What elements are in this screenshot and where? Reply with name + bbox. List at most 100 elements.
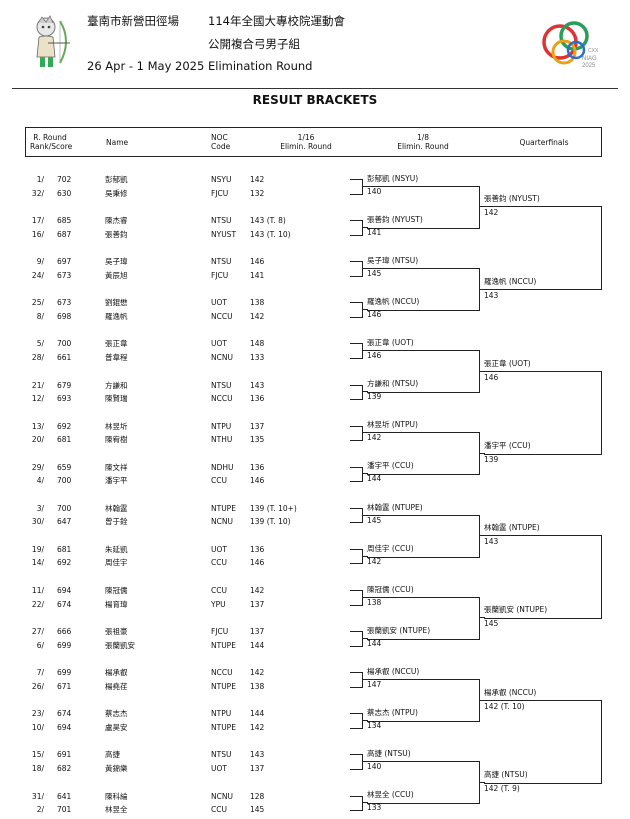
entry-rank: 3/: [22, 504, 44, 513]
round-name: Elimination Round: [208, 59, 312, 73]
venue: 臺南市新營田徑場: [87, 13, 179, 29]
entry-rank: 17/: [22, 216, 44, 225]
entry-rank: 5/: [22, 339, 44, 348]
entry-noc: NCNU: [211, 517, 233, 526]
entry-name: 高捷: [105, 750, 120, 759]
entry-r16-score: 143 (T. 8): [250, 216, 286, 225]
entry-r16-score: 136: [250, 463, 264, 472]
r8-name: 吳子瑋 (NTSU): [367, 256, 418, 265]
entry-r16-score: 137: [250, 422, 264, 431]
entry-score: 681: [57, 435, 71, 444]
qf-name: 林翰霆 (NTUPE): [484, 523, 540, 532]
qf-bracket: [484, 535, 602, 619]
entry-score: 702: [57, 175, 71, 184]
entry-r16-score: 138: [250, 298, 264, 307]
entry-name: 林昱全: [105, 805, 128, 814]
entry-noc: NTSU: [211, 750, 231, 759]
entry-name: 周佳宇: [105, 558, 128, 567]
entry-r16-score: 128: [250, 792, 264, 801]
col-r8-label: 1/8Elimin. Round: [393, 133, 453, 151]
entry-score: 685: [57, 216, 71, 225]
entry-r16-score: 139 (T. 10): [250, 517, 291, 526]
qf-bracket: [484, 206, 602, 290]
entry-noc: FJCU: [211, 271, 228, 280]
entry-score: 692: [57, 558, 71, 567]
entry-r16-score: 137: [250, 600, 264, 609]
entry-r16-score: 146: [250, 257, 264, 266]
entry-r16-score: 148: [250, 339, 264, 348]
r8-score: 142: [367, 557, 381, 566]
entry-noc: CCU: [211, 558, 227, 567]
entry-r16-score: 137: [250, 627, 264, 636]
entry-name: 陳冠儒: [105, 586, 128, 595]
entry-name: 方謙和: [105, 381, 128, 390]
entry-name: 普韋程: [105, 353, 128, 362]
entry-rank: 24/: [22, 271, 44, 280]
entry-name: 黃辰旭: [105, 271, 128, 280]
entry-rank: 13/: [22, 422, 44, 431]
entry-score: 700: [57, 504, 71, 513]
entry-rank: 26/: [22, 682, 44, 691]
r8-bracket: [367, 761, 480, 804]
entry-noc: YPU: [211, 600, 226, 609]
r8-bracket: [367, 350, 480, 393]
entry-noc: NCNU: [211, 353, 233, 362]
r8-score: 133: [367, 803, 381, 812]
entry-rank: 11/: [22, 586, 44, 595]
entry-rank: 4/: [22, 476, 44, 485]
entry-name: 楊承叡: [105, 668, 128, 677]
entry-name: 潘宇平: [105, 476, 128, 485]
entry-rank: 19/: [22, 545, 44, 554]
entry-score: 679: [57, 381, 71, 390]
entry-score: 661: [57, 353, 71, 362]
entry-name: 蔡志杰: [105, 709, 128, 718]
entry-noc: UOT: [211, 545, 227, 554]
col-r16-label: 1/16Elimin. Round: [276, 133, 336, 151]
r8-name: 張正韋 (UOT): [367, 338, 414, 347]
entry-rank: 15/: [22, 750, 44, 759]
qf-score: 139: [484, 455, 498, 464]
entry-score: 641: [57, 792, 71, 801]
entry-score: 673: [57, 298, 71, 307]
entry-score: 694: [57, 723, 71, 732]
entry-noc: UOT: [211, 298, 227, 307]
entry-noc: NDHU: [211, 463, 234, 472]
entry-noc: NYUST: [211, 230, 236, 239]
entry-noc: NTUPE: [211, 641, 236, 650]
qf-name: 張善鈞 (NYUST): [484, 194, 540, 203]
entry-noc: NCCU: [211, 394, 233, 403]
entry-r16-score: 135: [250, 435, 264, 444]
entry-rank: 27/: [22, 627, 44, 636]
entry-rank: 30/: [22, 517, 44, 526]
entry-name: 張蘭凱安: [105, 641, 135, 650]
entry-rank: 8/: [22, 312, 44, 321]
entry-name: 吳子瑋: [105, 257, 128, 266]
entry-score: 693: [57, 394, 71, 403]
entry-rank: 31/: [22, 792, 44, 801]
entry-name: 曾于銓: [105, 517, 128, 526]
entry-noc: NTSU: [211, 381, 231, 390]
entry-rank: 22/: [22, 600, 44, 609]
entry-noc: NTUPE: [211, 723, 236, 732]
entry-score: 699: [57, 641, 71, 650]
entry-r16-score: 139 (T. 10+): [250, 504, 297, 513]
entry-rank: 14/: [22, 558, 44, 567]
entry-score: 694: [57, 586, 71, 595]
page-title: RESULT BRACKETS: [0, 93, 630, 107]
r8-name: 彭郁凱 (NSYU): [367, 174, 418, 183]
entry-rank: 21/: [22, 381, 44, 390]
entry-r16-score: 137: [250, 764, 264, 773]
entry-score: 671: [57, 682, 71, 691]
qf-bracket: [484, 700, 602, 784]
entry-rank: 18/: [22, 764, 44, 773]
entry-noc: NTPU: [211, 709, 231, 718]
entry-rank: 23/: [22, 709, 44, 718]
entry-r16-score: 132: [250, 189, 264, 198]
entry-rank: 29/: [22, 463, 44, 472]
category: 公開複合弓男子組: [208, 36, 300, 52]
col-rank-label: R. RoundRank/Score: [30, 133, 70, 151]
r8-name: 陳冠儒 (CCU): [367, 585, 414, 594]
entry-name: 陳文祥: [105, 463, 128, 472]
header-divider: [12, 88, 618, 89]
